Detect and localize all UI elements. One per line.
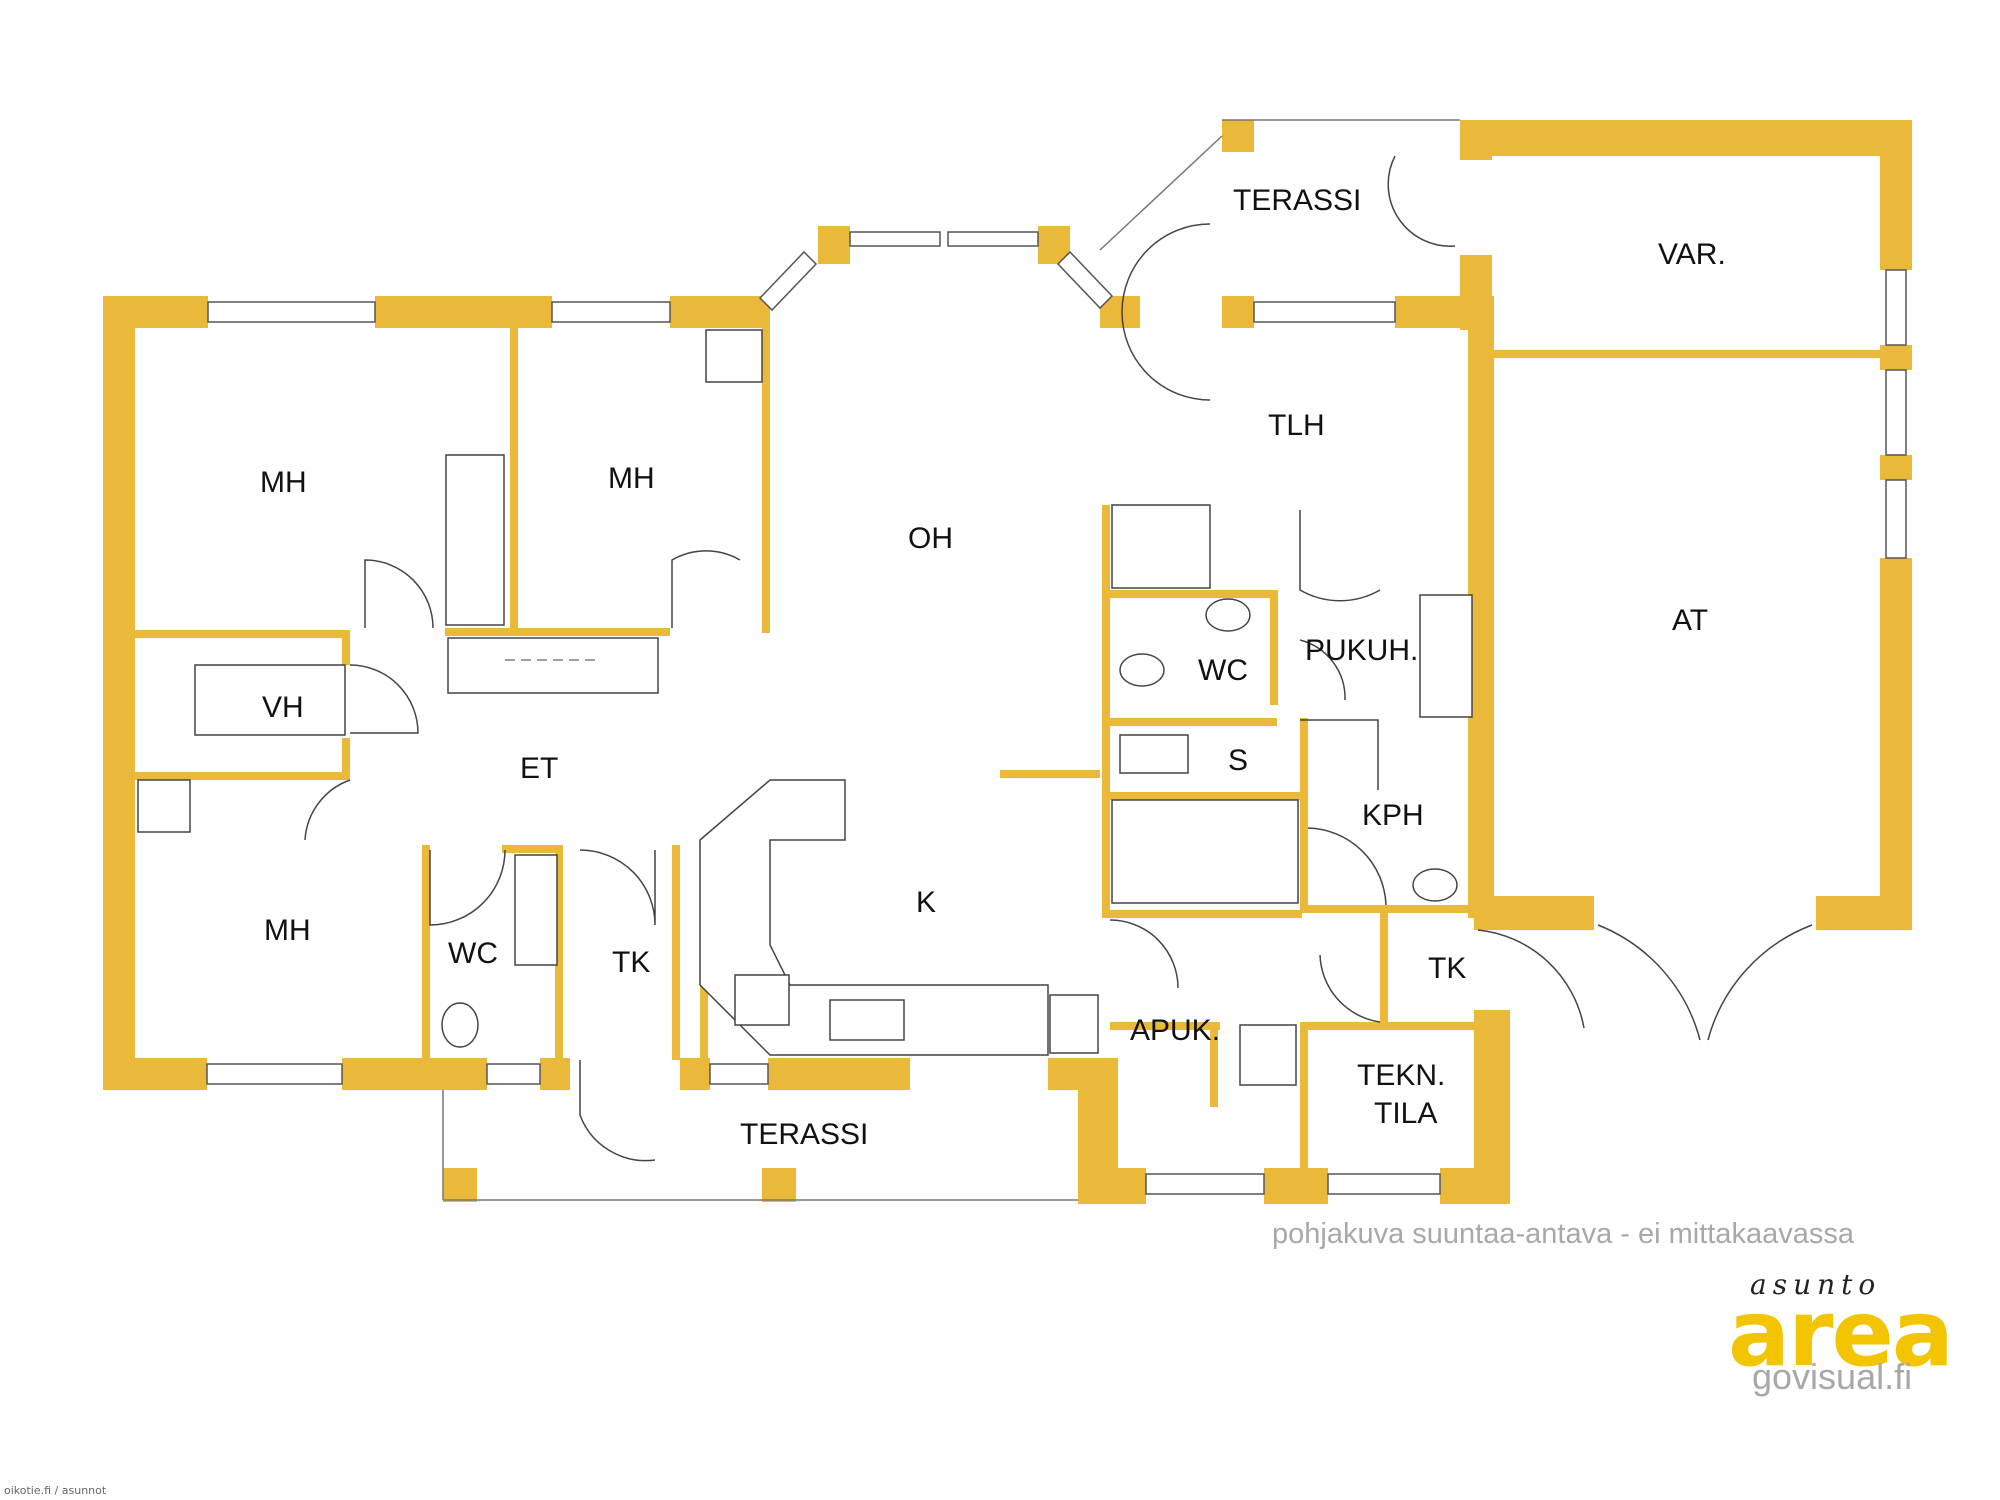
room-label-mh-bottom-left: MH [264,914,311,947]
fixtures [137,329,1473,1086]
room-label-tk-right: TK [1428,952,1466,985]
room-label-s: S [1228,744,1248,777]
terrace-outlines [442,119,1460,1201]
room-label-mh-top-middle: MH [608,462,655,495]
room-label-oh: OH [908,522,953,555]
room-label-vh: VH [262,691,304,724]
room-label-k: K [916,886,936,919]
room-label-terassi-top: TERASSI [1233,184,1361,217]
room-label-tekn-line2: TILA [1374,1097,1437,1130]
room-label-mh-top-left: MH [260,466,307,499]
room-label-tekn-line1: TEKN. [1357,1059,1445,1092]
room-label-at: AT [1672,604,1708,637]
room-label-tlh: TLH [1268,409,1325,442]
source-credit: oikotie.fi / asunnot [4,1484,107,1497]
brand-tagline: asunto [1750,1268,1882,1301]
room-label-wc-right: WC [1198,654,1248,687]
door-swings [304,155,1813,1162]
exterior-walls [103,120,1912,1204]
room-label-apuk: APUK. [1130,1014,1220,1047]
room-label-var: VAR. [1658,238,1726,271]
room-label-terassi-bottom: TERASSI [740,1118,868,1151]
brand-logo: area [1728,1280,1954,1387]
disclaimer-text: pohjakuva suuntaa-antava - ei mittakaava… [1272,1218,1854,1250]
room-labels: MH MH MH VH ET WC TK OH K TERASSI TERASS… [260,184,1726,1151]
room-label-et: ET [520,752,558,785]
room-label-wc-left: WC [448,937,498,970]
brand-site: govisual.fi [1752,1356,1913,1397]
room-label-pukuh: PUKUH. [1305,634,1418,667]
room-label-kph: KPH [1362,799,1424,832]
room-label-tk-left: TK [612,946,650,979]
windows [206,231,1907,1195]
